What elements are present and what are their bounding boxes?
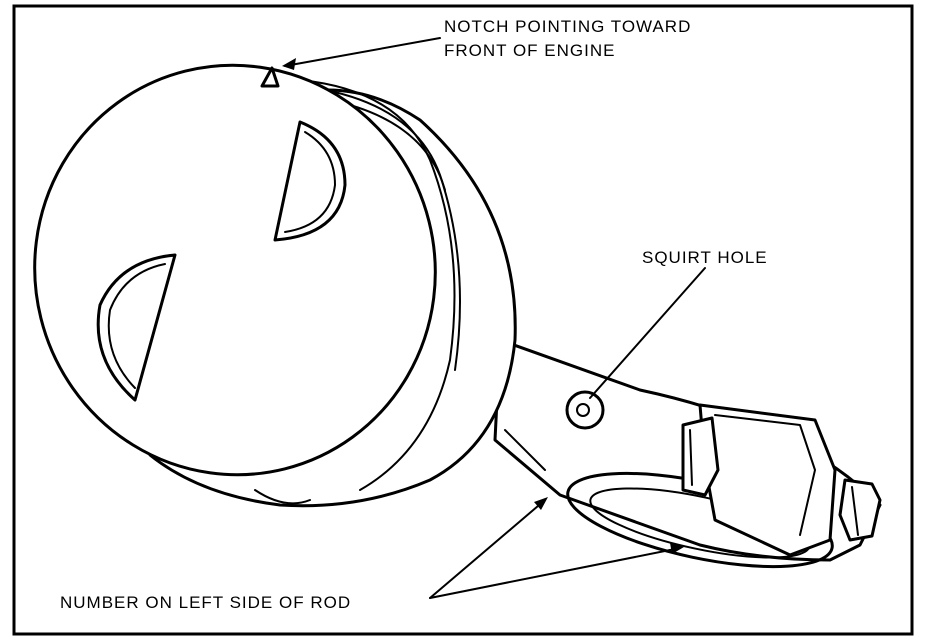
piston	[33, 63, 517, 508]
rod-nut-right	[838, 478, 882, 542]
piston-crown	[33, 63, 437, 477]
label-notch-line2: FRONT OF ENGINE	[444, 41, 615, 60]
piston-notch	[260, 66, 280, 88]
leader-lines	[282, 37, 706, 599]
label-squirt-hole: SQUIRT HOLE	[642, 248, 768, 267]
squirt-hole	[565, 390, 605, 430]
diagram-frame	[12, 4, 914, 636]
connecting-rod	[493, 338, 882, 569]
valve-relief-lower	[96, 253, 177, 402]
valve-relief-upper	[273, 120, 347, 242]
label-number-on-rod: NUMBER ON LEFT SIDE OF ROD	[60, 593, 351, 612]
label-notch-line1: NOTCH POINTING TOWARD	[444, 17, 691, 36]
